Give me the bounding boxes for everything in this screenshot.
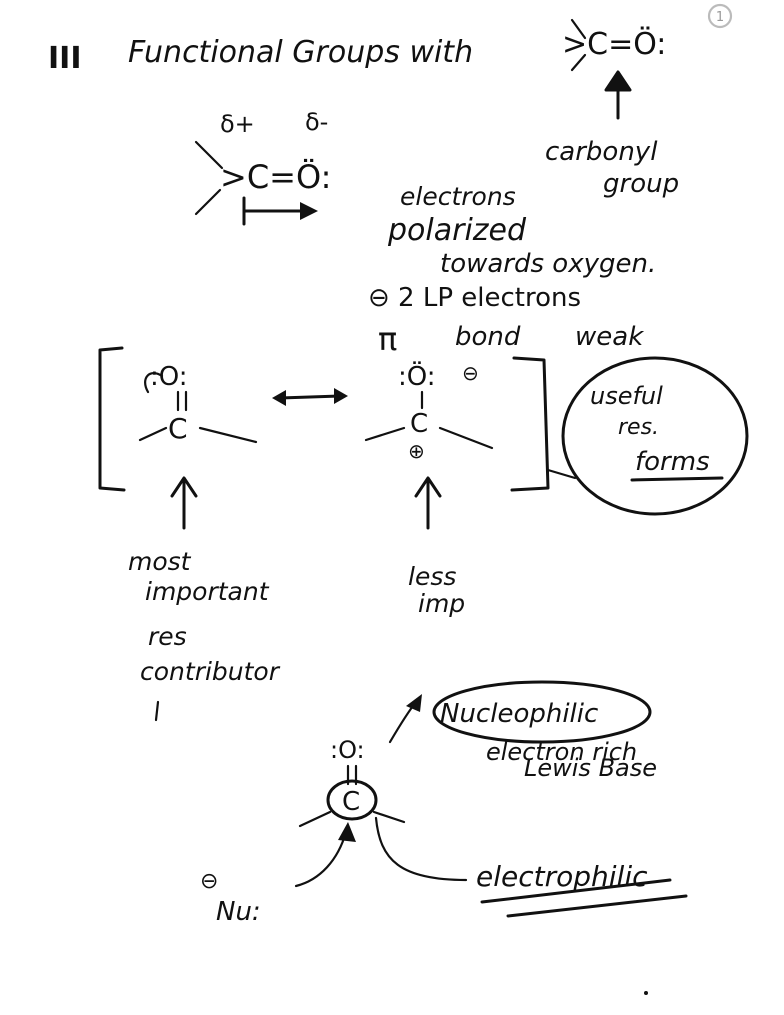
carbonyl-label: carbonyl group [545,137,679,199]
nucleophile-label: Nu: [216,897,261,927]
electrophilic-connector [376,818,466,880]
carbonyl-pointer-arrow [606,72,630,118]
svg-text:contributor: contributor [140,657,281,686]
svg-text:bond: bond [455,322,521,352]
resonance-bracket-right [512,358,548,490]
svg-text:important: important [145,577,270,606]
stray-mark [156,702,158,720]
title-formula: >C=Ö: [562,26,666,62]
useful-forms-connector [548,470,575,478]
svg-text:polarized: polarized [387,213,527,248]
left-oxygen: :O: [150,362,188,392]
right-oxygen: :Ö: [398,360,436,392]
polarity-bonds [196,142,222,214]
stray-dot [644,991,648,995]
lewis-base-label: Lewis Base [524,754,657,782]
right-carbon: C [410,409,428,439]
lone-pair-note: ⊖ 2 LP electrons π bond weak [368,283,644,358]
importance-left-label: most important res contributor [128,547,281,720]
resonance-arrow [272,388,348,406]
right-carbon-charge: ⊕ [408,439,425,463]
svg-text:useful: useful [590,382,663,410]
resonance-structure-left: :O: C [140,362,256,445]
importance-right-label: less imp [408,562,465,618]
svg-text:res: res [148,622,187,651]
delta-minus: δ- [305,108,328,136]
svg-text:electrons: electrons [400,182,516,211]
polarity-formula: >C=Ö: [220,158,331,196]
svg-text:group: group [603,169,679,199]
svg-text:most: most [128,547,192,576]
title-text: Functional Groups with [128,35,473,70]
useful-forms-note: useful res. forms [563,358,747,514]
resonance-bracket-left [100,348,124,490]
importance-arrow-left [172,478,196,528]
svg-text:towards oxygen.: towards oxygen. [440,249,656,279]
svg-text:forms: forms [635,447,710,477]
svg-text:res.: res. [618,415,659,440]
importance-arrow-right [416,478,440,528]
reactivity-carbon: C [342,787,360,817]
reactivity-oxygen: :O: [330,736,365,764]
svg-text:less: less [408,562,456,591]
svg-text:carbonyl: carbonyl [545,137,658,167]
left-single-bonds [140,428,256,442]
section-title: III Functional Groups with >C=Ö: [48,20,666,76]
pi-symbol: π [378,320,397,358]
section-numeral: III [48,41,82,76]
svg-text:⊖ 2 LP electrons: ⊖ 2 LP electrons [368,283,581,313]
right-oxygen-charge: ⊖ [462,361,479,385]
polarity-diagram: δ+ δ- >C=Ö: [196,108,331,224]
forms-underline [632,478,722,480]
nucleophile-charge: ⊖ [200,869,218,894]
right-bonds [366,428,492,448]
nucleophilic-label: Nucleophilic [440,699,598,729]
resonance-structure-right: :Ö: ⊖ C ⊕ [366,360,492,463]
delta-plus: δ+ [220,110,255,138]
svg-text:weak: weak [575,322,644,352]
left-double-bond [178,392,186,410]
svg-text:1: 1 [716,10,724,25]
page-number: 1 [709,5,731,27]
electrophilic-label: electrophilic [476,860,648,893]
reactivity-diagram: :O: C Nucleophilic electron rich Lewis B… [200,682,686,927]
svg-text:imp: imp [418,589,465,618]
nucleophile-arrow [296,832,346,886]
left-carbon: C [168,412,188,445]
